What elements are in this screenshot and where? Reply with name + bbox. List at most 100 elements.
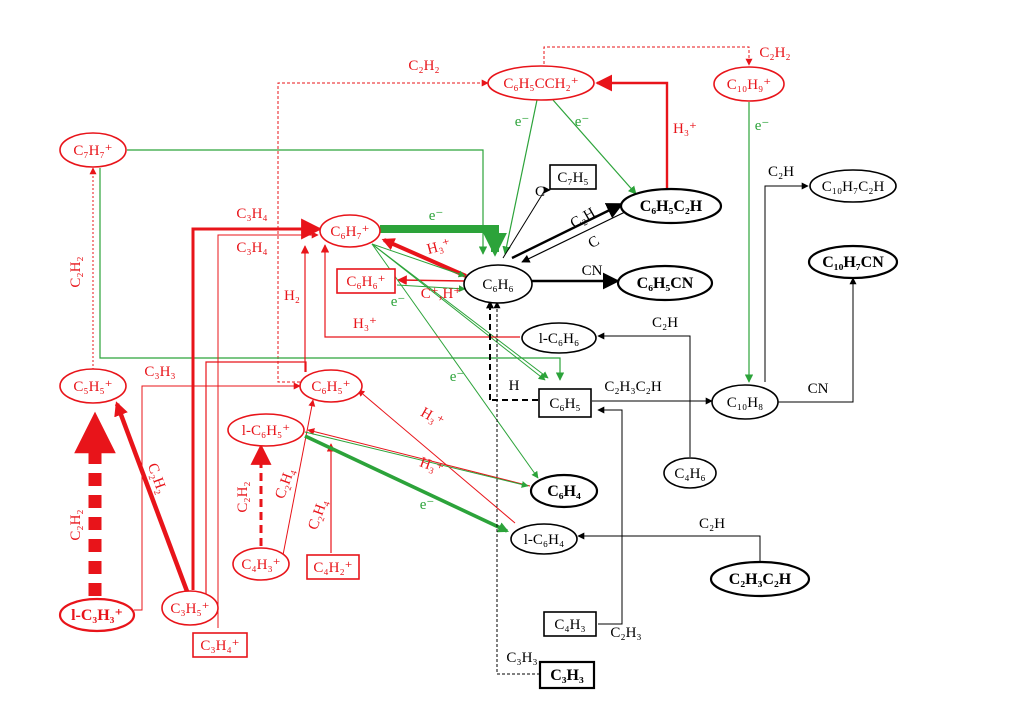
species-lc6h6: l-C₆H₆	[521, 322, 597, 354]
species-c6h6p-label: C₆H₆⁺	[346, 274, 385, 290]
species-c4h3p-label: C₄H₃⁺	[241, 557, 280, 573]
reactant-label-r_h3p_4: H₃⁺	[418, 405, 447, 431]
arrow-c6h5p-to-c6h5cch2p	[277, 79, 489, 383]
species-lc6h5p-outline	[227, 413, 305, 447]
species-c4h6-label: C₄H₆	[674, 466, 705, 482]
reactant-label-r_c_2: C	[586, 233, 603, 252]
reactant-label-r_c3h4_1: C₃H₄	[236, 206, 267, 222]
species-c2h3c2h: C₂H₃C₂H	[709, 560, 811, 598]
species-c6h6-label: C₆H₆	[482, 277, 513, 293]
reactant-label-r_cph: C⁺,H⁺	[421, 286, 461, 302]
species-c3h4p-outline	[192, 632, 248, 658]
arrow-c6h6-to-c6h7p	[381, 238, 467, 278]
species-c6h6p: C₆H₆⁺	[336, 268, 396, 294]
reactant-label-r_c2h_3: C₂H	[652, 315, 678, 331]
species-lc6h5p: l-C₆H₅⁺	[227, 413, 305, 447]
arrow-lc3h3p-to-c6h5p	[134, 382, 301, 611]
species-c6h5p-outline	[299, 369, 363, 403]
species-c10h8-label: C₁₀H₈	[727, 395, 764, 411]
species-c10h8: C₁₀H₈	[711, 384, 779, 420]
arrow-c6h7p-to-c6h6-thin	[371, 243, 466, 278]
species-c6h7p-label: C₆H₇⁺	[330, 224, 369, 240]
arrow-c6h5cch2p-to-c10h9p	[543, 46, 753, 66]
species-c10h7c2h-outline	[809, 169, 897, 203]
arrow-c4h3-to-c6h5	[597, 406, 623, 625]
reactant-label-r_c3h3_1: C₃H₃	[144, 364, 175, 380]
reactant-label-r_e_4: e⁻	[429, 208, 444, 224]
species-c6h4-outline	[529, 473, 599, 509]
arrow-lc6h4-to-c6h5p	[357, 389, 516, 524]
species-c6h7p: C₆H₇⁺	[319, 214, 381, 248]
species-c3h4p: C₃H₄⁺	[192, 632, 248, 658]
species-c6h5cch2p-outline	[487, 65, 595, 101]
species-c3h3: C₃H₃	[538, 660, 596, 690]
arrow-c6h6p-to-c6h6	[396, 284, 466, 293]
species-c6h6p-outline	[336, 268, 396, 294]
species-c6h5cch2p: C₆H₅CCH₂⁺	[487, 65, 595, 101]
species-c6h5c2h: C₆H₅C₂H	[619, 187, 723, 225]
reactant-label-r_c: C	[535, 184, 545, 200]
species-c10h9p: C₁₀H₉⁺	[713, 66, 785, 102]
species-c6h5p: C₆H₅⁺	[299, 369, 363, 403]
reactant-label-r_e_2: e⁻	[575, 114, 590, 130]
arrow-c3h5p-to-c5h5p	[114, 401, 191, 595]
arrow-c4h3p-to-c6h5p	[282, 399, 316, 556]
arrow-c6h7p-to-lc6h6	[371, 243, 549, 379]
reactant-label-r_c2h2_top: C₂H₂	[408, 58, 439, 74]
species-c4h3p-outline	[232, 547, 290, 581]
reactant-label-r_c2h2_3: C₂H₂	[235, 481, 251, 512]
species-c6h6: C₆H₆	[463, 264, 533, 304]
species-c6h4: C₆H₄	[529, 473, 599, 509]
arrow-c6h6-to-c7h5	[502, 186, 551, 259]
species-c5h5p-label: C₅H₅⁺	[73, 379, 112, 395]
arrow-c6h7p-to-c6h4	[371, 243, 539, 479]
arrow-lc6h5p-to-c6h4	[304, 431, 529, 488]
species-c6h5-outline	[538, 388, 592, 418]
reactant-label-r_c3h4_2: C₃H₄	[236, 240, 267, 256]
arrow-c6h5cch2p-to-c6h5c2h	[552, 99, 637, 195]
species-c6h5c2h-outline	[619, 187, 723, 225]
arrow-c6h5cch2p-to-c6h6	[502, 99, 538, 255]
species-c10h9p-outline	[713, 66, 785, 102]
species-lc6h4-label: l-C₆H₄	[524, 532, 564, 548]
species-lc3h3p-label: l-C₃H₃⁺	[71, 607, 123, 624]
arrow-c6h5c2h-to-c6h6-b	[521, 211, 626, 263]
reactant-label-r_c2h_4: C₂H	[699, 516, 725, 532]
reactant-label-r_h2: H₂	[284, 288, 300, 304]
species-c4h6-outline	[663, 457, 717, 489]
arrow-c2h3c2h-to-lc6h4	[577, 532, 761, 565]
arrow-c6h7p-to-c6h5	[371, 243, 546, 381]
reactant-label-r_h3p_2: H₃⁺	[425, 236, 452, 258]
reaction-arrows	[74, 46, 857, 675]
species-c3h5p-outline	[161, 590, 219, 626]
arrow-c3h3-to-c6h6	[493, 301, 540, 675]
reactant-label-r_cn_2: CN	[808, 381, 829, 397]
arrow-c10h8-to-c10h7cn	[778, 277, 857, 403]
reactant-label-r_c2h_2: C₂H	[768, 164, 794, 180]
reactant-label-r_h3p_1: H₃⁺	[673, 121, 697, 137]
reactant-label-r_h: H	[509, 378, 520, 394]
species-c5h5p: C₅H₅⁺	[59, 368, 127, 404]
reactant-label-r_c4h4: C₂H₄	[305, 497, 331, 532]
species-c4h3p: C₄H₃⁺	[232, 547, 290, 581]
species-c4h2p-outline	[306, 554, 360, 580]
arrow-lc6h5p-to-lc6h4	[304, 434, 509, 533]
arrow-lc6h6-to-c6h7p	[320, 244, 520, 338]
species-lc6h4-outline	[510, 523, 578, 555]
species-c10h7cn: C₁₀H₇CN	[807, 244, 899, 280]
species-c10h7c2h: C₁₀H₇C₂H	[809, 169, 897, 203]
species-nodes: C₆H₅CCH₂⁺C₁₀H₉⁺C₇H₇⁺C₇H₅C₆H₅C₂HC₁₀H₇C₂HC…	[58, 65, 899, 690]
reactant-label-r_h3p_5: H₃⁺	[417, 455, 445, 478]
reactant-label-r_e_5: e⁻	[391, 294, 406, 310]
species-lc3h3p-outline	[58, 597, 136, 633]
reactant-label-r_c2h2_topright: C₂H₂	[759, 45, 790, 61]
arrow-c6h6-to-c6h5c2h-a	[511, 202, 624, 260]
species-c5h5p-outline	[59, 368, 127, 404]
species-c4h2p-label: C₄H₂⁺	[313, 560, 352, 576]
species-c6h4-label: C₆H₄	[547, 483, 581, 500]
species-lc6h5p-label: l-C₆H₅⁺	[242, 423, 290, 439]
species-c7h7p-outline	[59, 132, 127, 168]
species-c4h3: C₄H₃	[543, 611, 597, 637]
species-c7h7p-label: C₇H₇⁺	[73, 143, 112, 159]
species-c6h5p-label: C₆H₅⁺	[311, 379, 350, 395]
